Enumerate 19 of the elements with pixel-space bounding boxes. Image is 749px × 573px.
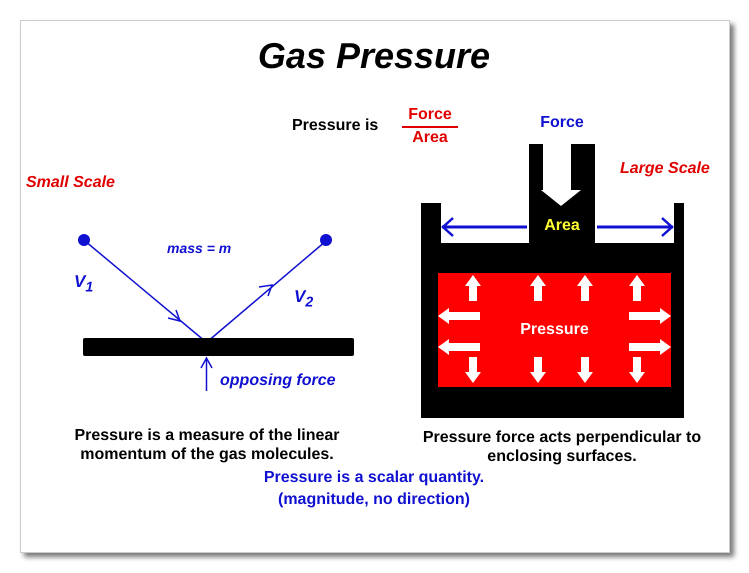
velocity-label: V$_{1}$ — [74, 272, 94, 296]
force-label: opposing force — [220, 371, 336, 390]
note-text: Pressure is a scalar quantity. — [262, 468, 486, 488]
note-text: (magnitude, no direction) — [277, 490, 471, 510]
description-text: Pressure is a measure of the linear momentum of the gas molecules. — [73, 426, 340, 464]
fraction-denominator: Area — [411, 128, 449, 148]
velocity-label: V$_{2}$ — [294, 287, 314, 312]
section-heading: Large Scale — [620, 159, 710, 178]
area-label: Area — [543, 216, 581, 236]
force-label: Force — [539, 113, 585, 132]
formula-text: Pressure is — [292, 116, 378, 136]
section-heading: Small Scale — [26, 173, 115, 192]
fraction-numerator: Force — [407, 105, 453, 124]
pressure-label: Pressure — [519, 320, 590, 340]
gas-region — [438, 273, 671, 387]
title: Gas Pressure — [256, 34, 492, 78]
piston — [529, 144, 595, 244]
mass-label: mass = m — [167, 240, 232, 257]
description-text: Pressure force acts perpendicular to enclosing surfaces. — [422, 428, 702, 466]
